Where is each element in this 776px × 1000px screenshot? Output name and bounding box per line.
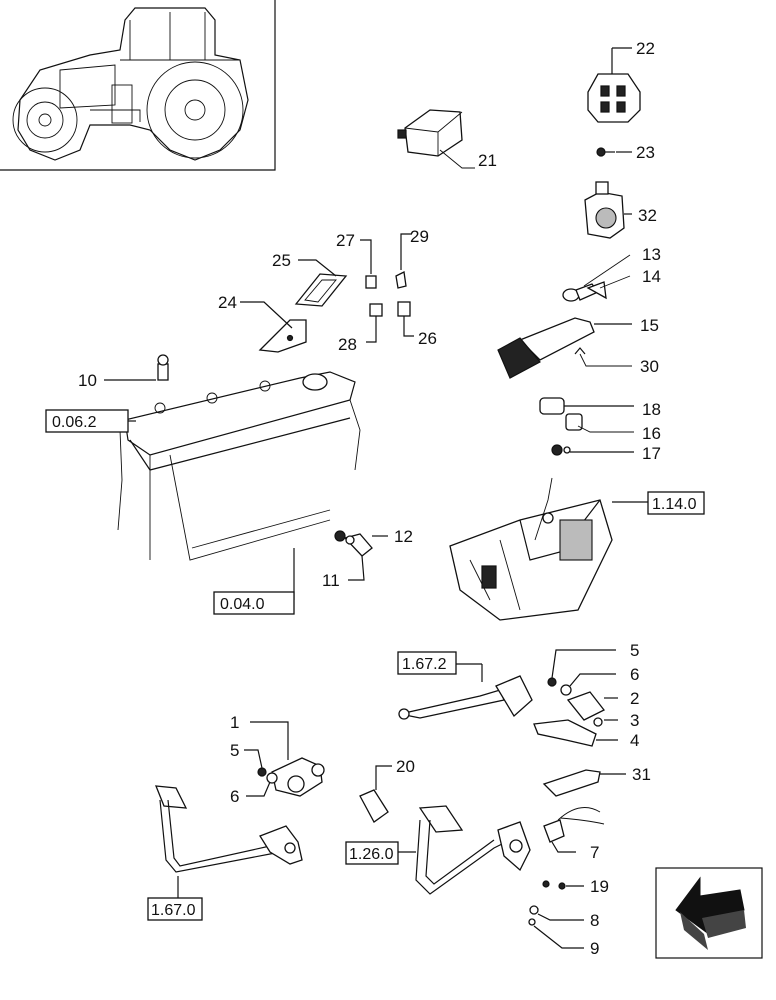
part-20-plate bbox=[359, 765, 392, 823]
part-15-stalk-switch bbox=[497, 317, 632, 379]
part-6-washer-left bbox=[246, 772, 278, 797]
part-8-washer bbox=[529, 905, 584, 921]
part-28-connector bbox=[366, 303, 383, 343]
callout-20: 20 bbox=[396, 757, 415, 776]
callout-25: 25 bbox=[272, 251, 291, 270]
pedal-left bbox=[154, 785, 303, 898]
part-26-connector bbox=[397, 301, 414, 337]
part-2-switch bbox=[566, 691, 618, 721]
engine-hood bbox=[117, 371, 361, 561]
callout-24: 24 bbox=[218, 293, 237, 312]
callout-9: 9 bbox=[590, 939, 599, 958]
ref-box-1-67-0[interactable]: 1.67.0 bbox=[147, 897, 203, 921]
part-9-nut bbox=[528, 918, 584, 949]
part-5-screw-left bbox=[244, 749, 267, 777]
callout-14: 14 bbox=[642, 267, 661, 286]
next-page-arrow-icon[interactable] bbox=[655, 867, 763, 959]
ref-box-1-26-0[interactable]: 1.26.0 bbox=[345, 841, 399, 865]
callout-21: 21 bbox=[478, 151, 497, 170]
callout-18: 18 bbox=[642, 400, 661, 419]
ref-0-06-2-text: 0.06.2 bbox=[52, 414, 97, 431]
part-21-module bbox=[397, 109, 475, 169]
part-6-washer-right bbox=[560, 673, 616, 696]
callout-15: 15 bbox=[640, 316, 659, 335]
callout-27: 27 bbox=[336, 231, 355, 250]
part-30-screw bbox=[574, 347, 632, 367]
ref-box-0-06-2[interactable]: 0.06.2 bbox=[45, 409, 129, 433]
part-11-washer bbox=[334, 530, 365, 581]
ref-1-67-2-text: 1.67.2 bbox=[402, 656, 447, 673]
part-17-clip bbox=[551, 444, 634, 456]
part-24-plate bbox=[240, 301, 307, 353]
callout-8: 8 bbox=[590, 911, 599, 930]
part-32-buzzer bbox=[584, 181, 632, 239]
callout-17: 17 bbox=[642, 444, 661, 463]
callout-28: 28 bbox=[338, 335, 357, 354]
tractor-thumbnail bbox=[0, 0, 276, 171]
callout-7: 7 bbox=[590, 843, 599, 862]
ref-box-1-14-0[interactable]: 1.14.0 bbox=[647, 491, 705, 515]
ref-1-67-0-text: 1.67.0 bbox=[151, 902, 196, 919]
callout-12: 12 bbox=[394, 527, 413, 546]
callout-23: 23 bbox=[636, 143, 655, 162]
callout-31: 31 bbox=[632, 765, 651, 784]
part-13-14-lamp bbox=[562, 254, 631, 302]
callout-5-right: 5 bbox=[630, 641, 639, 660]
callout-1: 1 bbox=[230, 713, 239, 732]
part-1-valve bbox=[250, 721, 325, 797]
callout-26: 26 bbox=[418, 329, 437, 348]
callout-4: 4 bbox=[630, 731, 639, 750]
part-29-connector bbox=[395, 233, 412, 289]
part-19-screw bbox=[542, 880, 584, 890]
callout-11: 11 bbox=[322, 571, 340, 590]
part-7-switch bbox=[543, 807, 605, 853]
part-27-connector bbox=[360, 239, 377, 289]
callout-5-left: 5 bbox=[230, 741, 239, 760]
part-3-nut bbox=[593, 717, 618, 727]
callout-22: 22 bbox=[636, 39, 655, 58]
part-22-relay bbox=[587, 47, 641, 123]
part-23-screw bbox=[596, 147, 632, 157]
callout-3: 3 bbox=[630, 711, 639, 730]
pedal-center bbox=[398, 805, 531, 895]
ref-1-14-0-text: 1.14.0 bbox=[652, 496, 697, 513]
callout-6-left: 6 bbox=[230, 787, 239, 806]
callout-30: 30 bbox=[640, 357, 659, 376]
part-4-bracket bbox=[533, 719, 618, 747]
console-assembly bbox=[449, 477, 648, 621]
part-16-switch bbox=[565, 413, 634, 433]
ref-box-0-04-0[interactable]: 0.04.0 bbox=[213, 591, 295, 615]
part-25-gasket bbox=[294, 259, 348, 307]
part-18-switch bbox=[539, 397, 634, 415]
part-10-plug bbox=[104, 354, 169, 381]
callout-2: 2 bbox=[630, 689, 639, 708]
ref-box-1-67-2[interactable]: 1.67.2 bbox=[397, 651, 482, 675]
ref-1-26-0-text: 1.26.0 bbox=[349, 846, 394, 863]
callout-29: 29 bbox=[410, 227, 429, 246]
callout-32: 32 bbox=[638, 206, 657, 225]
callout-16: 16 bbox=[642, 424, 661, 443]
callout-6-right: 6 bbox=[630, 665, 639, 684]
handbrake-lever bbox=[398, 664, 533, 720]
ref-0-04-0-text: 0.04.0 bbox=[220, 596, 265, 613]
callout-10: 10 bbox=[78, 371, 97, 390]
callout-13: 13 bbox=[642, 245, 661, 264]
part-31-bracket bbox=[542, 769, 626, 797]
callout-19: 19 bbox=[590, 877, 609, 896]
part-5-screw-right bbox=[547, 649, 616, 687]
